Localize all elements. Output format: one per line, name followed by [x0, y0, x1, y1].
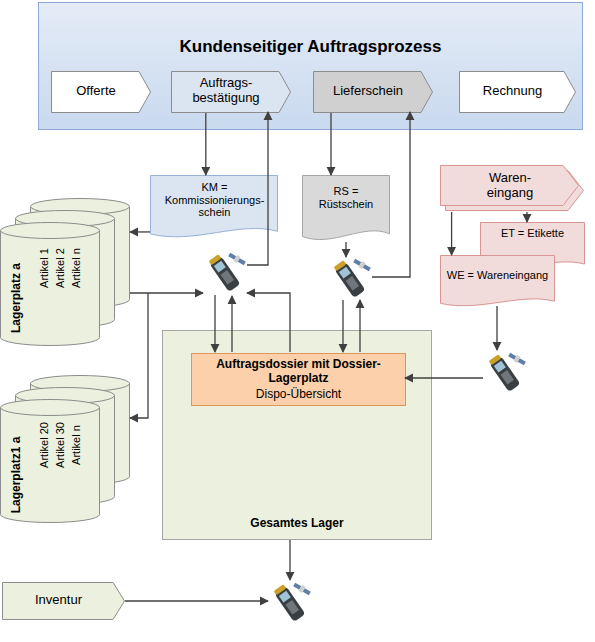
scanner-symbol — [488, 351, 527, 391]
process-step: Offerte — [51, 71, 151, 113]
cylinder-top — [1, 400, 100, 416]
chevron-outline — [314, 72, 433, 113]
process-step: Lieferschein — [313, 71, 433, 113]
article-label: Artikel n — [70, 248, 83, 288]
scanner-symbol — [208, 251, 247, 291]
band-title: Kundenseitiger Auftragsprozess — [39, 37, 582, 57]
article-label: Artikel n — [70, 425, 83, 465]
step-label: Auftrags- bestätigung — [176, 76, 276, 106]
process-step: Auftrags- bestätigung — [171, 71, 291, 113]
chevron-outline — [3, 583, 125, 620]
area-title: Gesamtes Lager — [163, 517, 431, 531]
input-outline — [441, 166, 579, 206]
flow-line — [345, 242, 346, 257]
storage-area: Gesamtes Lager Auftragsdossier mit Dossie… — [162, 330, 432, 540]
step-label: Offerte — [51, 84, 141, 99]
article-label: Artikel 2 — [54, 248, 67, 288]
cylinder-body — [1, 231, 100, 346]
scanner-symbol — [333, 257, 372, 297]
storage-label: Lagerplatz1 a — [10, 437, 24, 514]
article-label: Artikel 20 — [38, 422, 51, 468]
flow-line — [125, 600, 268, 601]
input-label: Waren- eingang — [480, 171, 540, 201]
chevron-outline — [172, 72, 291, 113]
document-shape: WE = Wareneingang — [440, 255, 555, 310]
dossier-title: Auftragsdossier mit Dossier- Lagerplatz — [198, 358, 399, 386]
cylinder-body — [1, 408, 100, 523]
document-label: ET = Etikette — [485, 227, 580, 240]
step-label: Lieferschein — [313, 84, 423, 99]
flow-line — [130, 293, 148, 418]
flow-line — [130, 292, 203, 293]
chevron-outline — [460, 72, 576, 113]
scanner-symbol — [273, 581, 312, 621]
shape-outline — [440, 255, 555, 310]
flow-line — [496, 306, 497, 350]
document-label: WE = Wareneingang — [443, 269, 552, 282]
storage-cylinder: Lagerplatz a Artikel 1Artikel 2Artikel n — [0, 198, 130, 348]
article-label: Artikel 1 — [38, 248, 51, 288]
input-shape: Waren- eingang — [440, 165, 585, 212]
cylinder-top — [1, 223, 100, 239]
step-label: Inventur — [2, 593, 115, 608]
dossier-box: Auftragsdossier mit Dossier- LagerplatzD… — [191, 353, 406, 406]
document-label: KM = Kommissionierungs- schein — [157, 181, 272, 219]
article-label: Artikel 30 — [54, 422, 67, 468]
process-band: Kundenseitiger AuftragsprozessOfferte Auf… — [38, 2, 583, 130]
document-shape: RS = Rüstschein — [302, 175, 390, 245]
storage-label: Lagerplatz a — [10, 263, 24, 333]
chevron-outline — [52, 72, 151, 113]
document-outline — [151, 176, 278, 237]
process-step: Rechnung — [459, 71, 576, 113]
flow-arrow — [451, 212, 452, 255]
document-shape: KM = Kommissionierungs- schein — [150, 175, 278, 242]
document-outline — [441, 256, 555, 306]
document-outline — [303, 176, 390, 240]
step-label: Rechnung — [459, 84, 566, 99]
document-label: RS = Rüstschein — [306, 185, 386, 210]
storage-cylinder: Lagerplatz1 a Artikel 20Artikel 30Artikel… — [0, 375, 130, 525]
flow-line — [289, 540, 290, 580]
flow-arrow — [526, 212, 527, 222]
process-step: Inventur — [2, 582, 125, 620]
flow-arrow — [130, 231, 150, 232]
dossier-subtitle: Dispo-Übersicht — [198, 388, 399, 402]
